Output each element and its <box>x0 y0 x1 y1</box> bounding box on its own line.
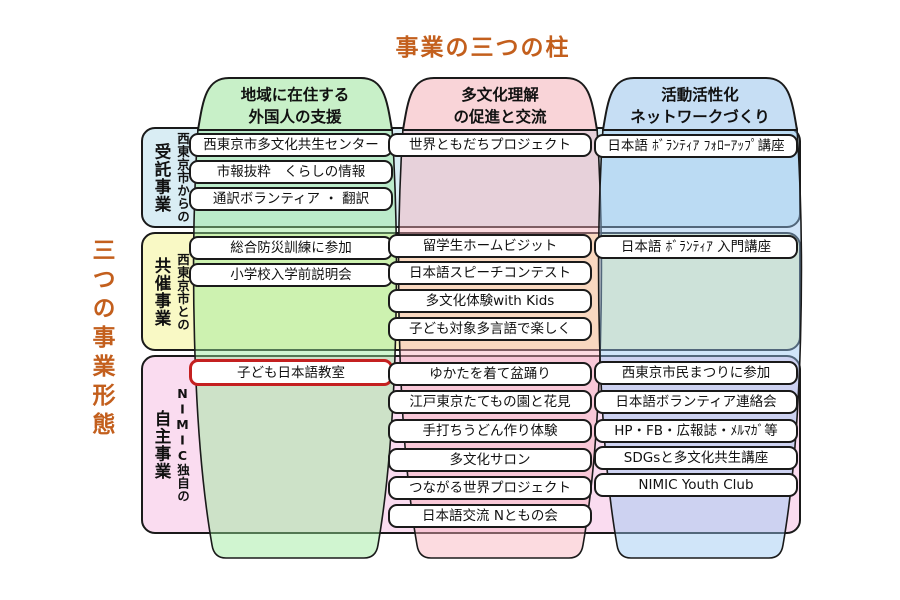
item-box: 総合防災訓練に参加 <box>189 236 393 260</box>
item-box: 日本語スピーチコンテスト <box>388 261 592 285</box>
item-box: 子ども対象多言語で楽しく <box>388 317 592 341</box>
row-label-independent: NIMIC独自の 自主事業 <box>149 359 192 530</box>
side-axis-label: 三つの事業形態 <box>88 238 114 441</box>
row-label-big: 自主事業 <box>152 409 171 480</box>
pillar-header-line: 外国人の支援 <box>248 107 342 126</box>
item-box: 西東京市民まつりに参加 <box>594 361 798 385</box>
pillar-header-line: 地域に在住する <box>240 86 350 104</box>
pillar-header-line: ネットワークづくり <box>630 107 770 126</box>
diagram-title: 事業の三つの柱 <box>395 35 571 61</box>
item-box: HP・FB・広報誌・ﾒﾙﾏｶﾞ等 <box>594 419 798 443</box>
item-box: 西東京市多文化共生センター <box>189 133 393 157</box>
row-label-big: 共催事業 <box>152 256 171 327</box>
item-box: 日本語 ﾎﾞﾗﾝﾃｨｱ 入門講座 <box>594 235 798 259</box>
item-box: 日本語ボランティア連絡会 <box>594 390 798 414</box>
item-box: NIMIC Youth Club <box>594 473 798 497</box>
item-box: 小学校入学前説明会 <box>189 263 393 287</box>
item-box: 世界ともだちプロジェクト <box>388 133 592 157</box>
item-box: 日本語交流 Nともの会 <box>388 504 592 528</box>
item-box: つながる世界プロジェクト <box>388 476 592 500</box>
pillar-header-exchange: 多文化理解 の促進と交流 <box>408 85 592 128</box>
row-label-small: 西東京市との <box>175 252 190 331</box>
pillar-header-network: 活動活性化 ネットワークづくり <box>608 85 792 128</box>
item-box: 日本語 ﾎﾞﾗﾝﾃｨｱ ﾌｫﾛｰｱｯﾌﾟ講座 <box>594 134 798 158</box>
item-box: 留学生ホームビジット <box>388 234 592 258</box>
item-box: 多文化サロン <box>388 448 592 472</box>
row-label-cohosted: 西東京市との 共催事業 <box>149 236 192 347</box>
item-box: 手打ちうどん作り体験 <box>388 419 592 443</box>
row-label-small: NIMIC独自の <box>175 386 190 503</box>
item-box: 江戸東京たてもの園と花見 <box>388 390 592 414</box>
pillar-header-support: 地域に在住する 外国人の支援 <box>203 85 387 128</box>
item-box: 多文化体験with Kids <box>388 289 592 313</box>
pillar-header-line: 活動活性化 <box>661 86 739 104</box>
pillar-header-line: の促進と交流 <box>453 107 547 126</box>
item-box: SDGsと多文化共生講座 <box>594 446 798 470</box>
pillar-header-line: 多文化理解 <box>461 86 539 104</box>
item-box-highlighted: 子ども日本語教室 <box>189 359 393 386</box>
item-box: ゆかたを着て盆踊り <box>388 362 592 386</box>
row-label-small: 西東京市からの <box>175 132 190 223</box>
item-box: 通訳ボランティア ・ 翻訳 <box>189 187 393 211</box>
item-box: 市報抜粋 くらしの情報 <box>189 160 393 184</box>
row-label-commissioned: 西東京市からの 受託事業 <box>149 131 192 224</box>
row-label-big: 受託事業 <box>152 142 171 213</box>
